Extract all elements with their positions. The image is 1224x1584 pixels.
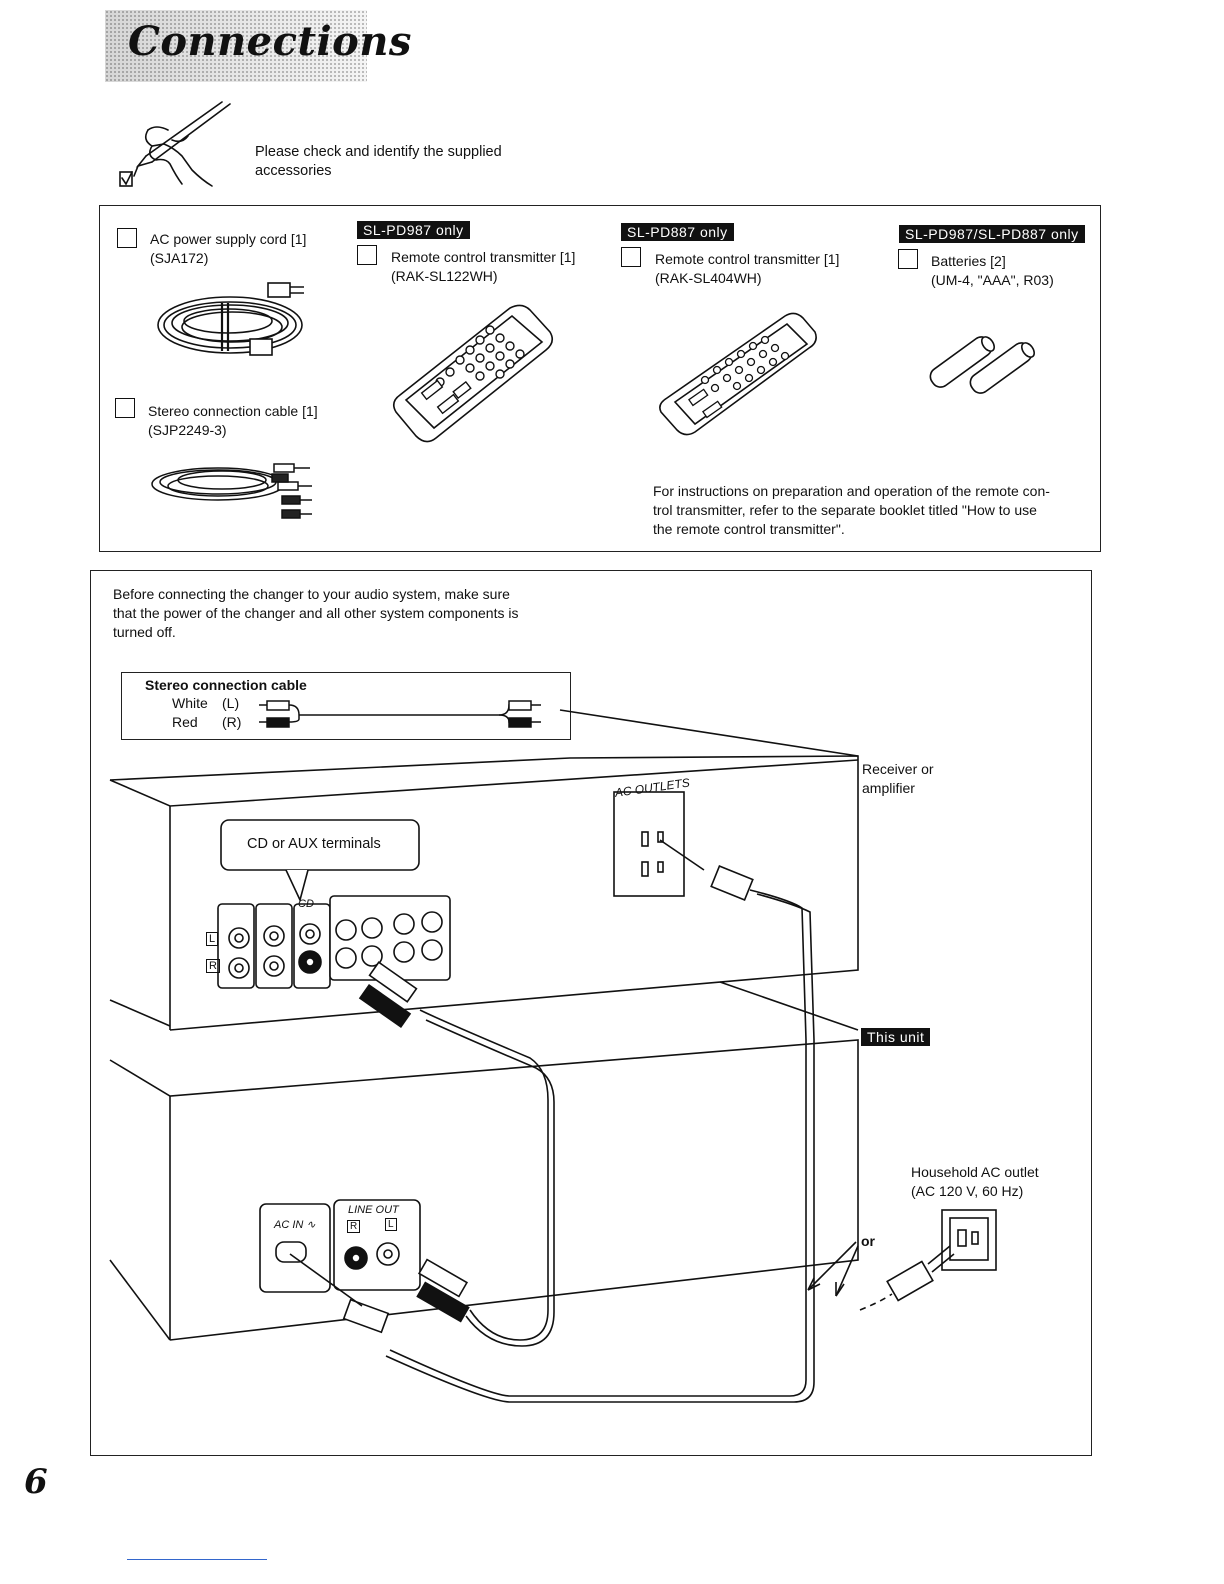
- badge-sl-pd887: SL-PD887 only: [621, 223, 734, 241]
- remote-987-icon: [392, 304, 554, 443]
- checkbox-remote-887[interactable]: [621, 247, 641, 267]
- legend-cable-icon: [259, 700, 541, 728]
- right-channel-label: R: [206, 959, 220, 973]
- cable-legend: [121, 672, 571, 740]
- accessories-box: [99, 205, 1101, 552]
- batteries-icon: [929, 336, 1036, 394]
- connection-box: [90, 570, 1092, 1456]
- title-band: [105, 10, 367, 82]
- unit-outline: [109, 1039, 859, 1341]
- checkbox-remote-987[interactable]: [357, 245, 377, 265]
- legend-white-channel: (L): [222, 695, 240, 711]
- checkbox-ac-cord[interactable]: [117, 228, 137, 248]
- before-connecting-note: Before connecting the changer to your au…: [113, 586, 519, 640]
- hand-pen-icon: [119, 101, 231, 187]
- legend-red-channel: (R): [222, 714, 242, 730]
- remote-887-icon: [659, 312, 817, 436]
- ac-in-label: AC IN ∿: [274, 1219, 316, 1231]
- accessory-remote-887: Remote control transmitter [1] (RAK-SL40…: [655, 251, 840, 286]
- accessory-remote-987: Remote control transmitter [1] (RAK-SL12…: [391, 249, 576, 284]
- badge-both-models: SL-PD987/SL-PD887 only: [899, 225, 1085, 243]
- accessory-stereo-cable: Stereo connection cable [1] (SJP2249-3): [148, 403, 318, 438]
- stereo-cable-icon: [151, 463, 312, 519]
- line-out-right-label: R: [347, 1220, 361, 1233]
- ac-cord-icon: [157, 282, 304, 356]
- household-outlet-label: Household AC outlet (AC 120 V, 60 Hz): [911, 1164, 1039, 1199]
- callout-box: [220, 819, 420, 871]
- accessory-ac-cord: AC power supply cord [1] (SJA172): [150, 231, 307, 266]
- cable-legend-title: Stereo connection cable: [145, 677, 307, 693]
- checkbox-stereo-cable[interactable]: [115, 398, 135, 418]
- accessory-batteries: Batteries [2] (UM-4, "AAA", R03): [931, 253, 1054, 288]
- connection-diagram: [109, 709, 997, 1403]
- page-number: 6: [24, 1462, 48, 1502]
- line-out-label: LINE OUT: [348, 1204, 399, 1216]
- bottom-rule: [127, 1559, 267, 1560]
- badge-sl-pd987: SL-PD987 only: [357, 221, 470, 239]
- cd-label: CD: [298, 898, 314, 910]
- page-title: Connections: [128, 18, 412, 65]
- ac-outlets-panel: [613, 791, 685, 897]
- left-channel-label: L: [206, 932, 219, 946]
- legend-red-label: Red: [172, 714, 198, 730]
- remote-note: For instructions on preparation and oper…: [653, 483, 1050, 537]
- receiver-label: Receiver or amplifier: [862, 761, 934, 796]
- legend-white-label: White: [172, 695, 208, 711]
- checkbox-batteries[interactable]: [898, 249, 918, 269]
- cd-aux-label: CD or AUX terminals: [247, 836, 381, 852]
- this-unit-badge: This unit: [861, 1028, 931, 1046]
- or-label: or: [861, 1233, 875, 1249]
- intro-text: Please check and identify the supplied a…: [255, 144, 502, 179]
- line-out-left-label: L: [385, 1218, 397, 1231]
